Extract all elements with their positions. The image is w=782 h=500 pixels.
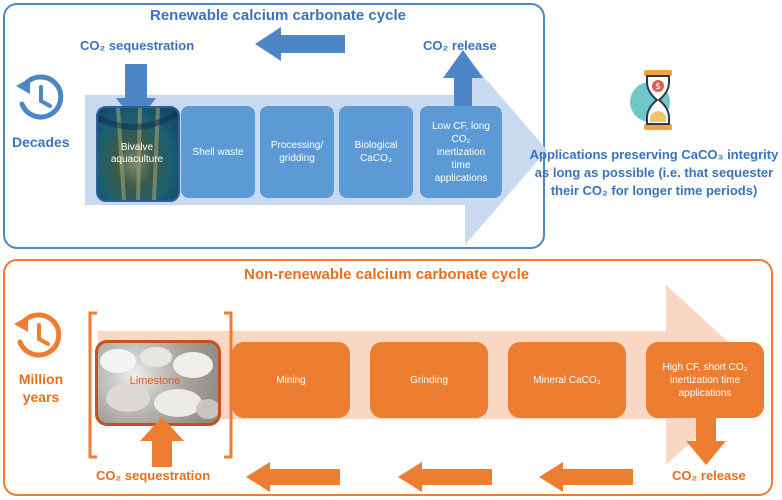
step-processing: Processing/ gridding <box>260 106 334 198</box>
renewable-return-arrow <box>255 27 345 61</box>
nonrenewable-cycle-panel <box>3 259 773 496</box>
step-biological-caco3: Biological CaCO₃ <box>339 106 413 198</box>
release-down-arrow <box>686 415 726 465</box>
step-mineral-caco3: Mineral CaCO₃ <box>508 342 626 418</box>
bivalve-aquaculture-photo: Bivalve aquaculture <box>96 106 180 202</box>
step-bivalve-aquaculture: Bivalve aquaculture <box>110 142 164 165</box>
step-limestone: Limestone <box>129 375 181 387</box>
step-low-cf-applications: Low CF, long CO₂ inertization time appli… <box>420 106 502 198</box>
clock-icon <box>16 74 64 120</box>
step-grinding: Grinding <box>370 342 488 418</box>
nonrenewable-release-label: CO₂ release <box>672 468 746 483</box>
renewable-cycle-title: Renewable calcium carbonate cycle <box>150 7 406 24</box>
limestone-bracket <box>88 311 233 459</box>
limestone-photo: Limestone <box>95 340 221 426</box>
return-arrow-2 <box>398 462 492 492</box>
renewable-cycle-panel <box>3 3 545 249</box>
return-arrow-1 <box>246 462 340 492</box>
nonrenewable-cycle-title: Non-renewable calcium carbonate cycle <box>244 266 530 283</box>
return-arrow-3 <box>539 462 633 492</box>
clock-icon <box>14 312 62 358</box>
svg-text:$: $ <box>655 82 661 92</box>
step-shell-waste: Shell waste <box>181 106 255 198</box>
renewable-timescale: Decades <box>12 134 70 150</box>
nonrenewable-timescale: Million years <box>18 371 64 405</box>
step-mining: Mining <box>232 342 350 418</box>
release-up-arrow <box>443 50 483 128</box>
applications-note: Applications preserving CaCO₃ integrity … <box>529 147 779 198</box>
hourglass-dollar-icon: $ <box>630 70 672 130</box>
sequestration-up-arrow <box>140 417 184 467</box>
step-high-cf-applications: High CF, short CO₂ inertization time app… <box>646 342 764 418</box>
renewable-sequestration-label: CO₂ sequestration <box>80 38 195 53</box>
limestone-image <box>100 347 218 419</box>
renewable-release-label: CO₂ release <box>423 38 497 53</box>
nonrenewable-sequestration-label: CO₂ sequestration <box>96 468 211 483</box>
aquaculture-image <box>98 108 178 200</box>
